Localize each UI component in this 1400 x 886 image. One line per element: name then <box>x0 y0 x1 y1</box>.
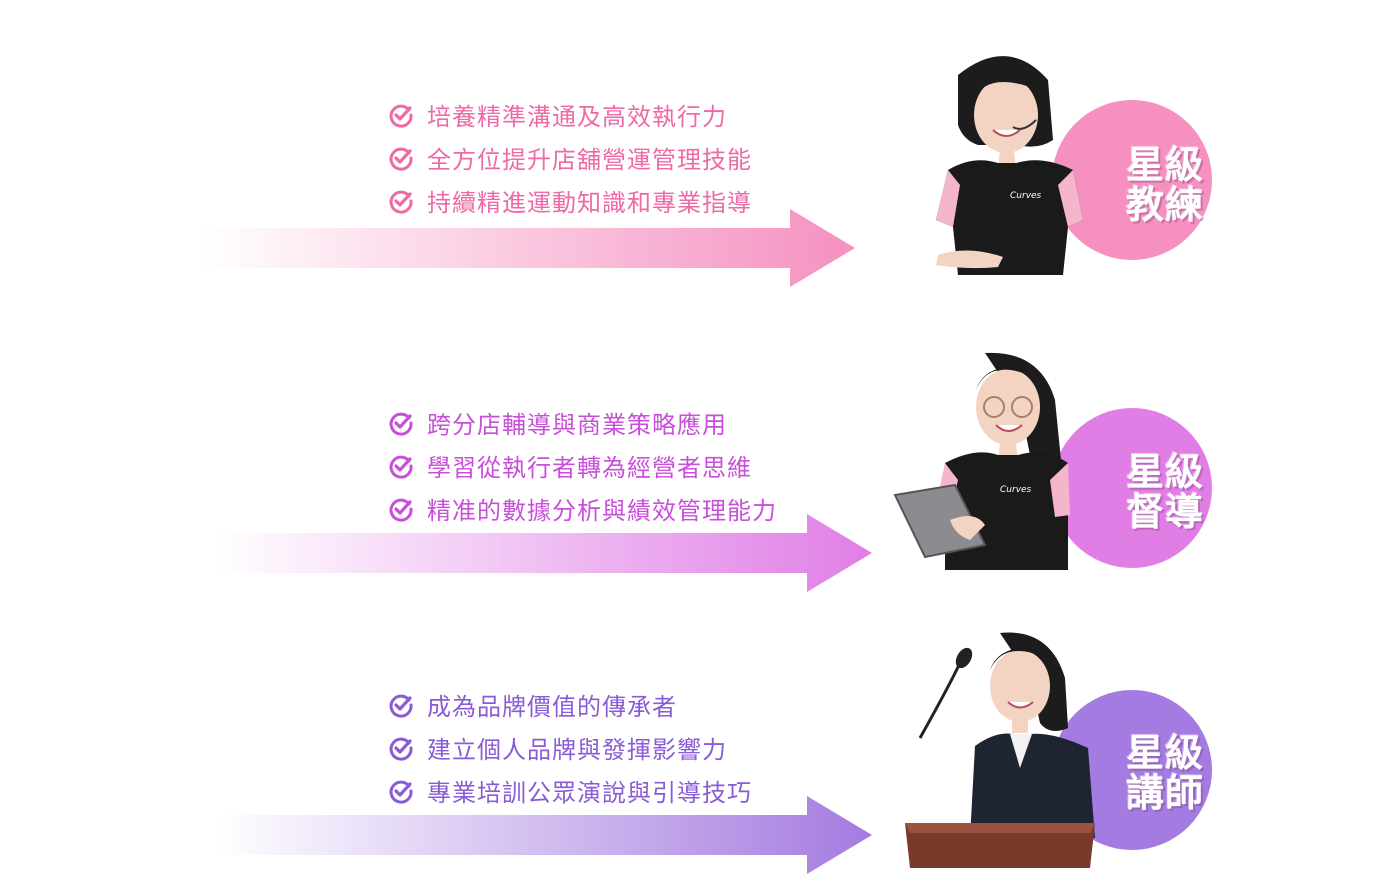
bullet-text: 專業培訓公眾演說與引導技巧 <box>427 779 752 807</box>
bullet-text: 培養精準溝通及高效執行力 <box>427 103 727 131</box>
progress-arrow <box>200 209 855 287</box>
level-badge-line1: 星級 <box>1126 143 1205 187</box>
level-badge-line2: 督導 <box>1126 490 1205 534</box>
check-circle-icon <box>389 694 413 718</box>
level-badge-title: 星級 講師 <box>1126 733 1204 813</box>
list-item: 建立個人品牌與發揮影響力 <box>388 726 752 769</box>
bullet-text: 精准的數據分析與績效管理能力 <box>427 497 777 525</box>
check-circle-icon <box>389 498 413 522</box>
check-circle-icon <box>389 737 413 761</box>
bullet-text: 學習從執行者轉為經營者思維 <box>427 454 752 482</box>
level-badge-title: 星級 教練 <box>1126 145 1204 225</box>
bullet-text: 持續精進運動知識和專業指導 <box>427 189 752 217</box>
check-circle-icon <box>389 412 413 436</box>
progress-arrow <box>215 514 872 592</box>
shirt-logo: Curves <box>1010 191 1042 201</box>
check-circle-icon <box>389 190 413 214</box>
list-item: 學習從執行者轉為經營者思維 <box>388 444 777 487</box>
supervisor-tablet-icon: Curves <box>890 345 1080 584</box>
list-item: 培養精準溝通及高效執行力 <box>388 93 752 136</box>
list-item: 專業培訓公眾演說與引導技巧 <box>388 769 752 812</box>
level-badge <box>1052 408 1212 568</box>
bullet-list: 跨分店輔導與商業策略應用 學習從執行者轉為經營者思維 精准的數據分析與績效管理能… <box>388 401 777 530</box>
svg-text:Curves: Curves <box>1000 485 1032 495</box>
level-badge-title: 星級 督導 <box>1126 452 1204 532</box>
list-item: 持續精進運動知識和專業指導 <box>388 179 752 222</box>
bullet-list: 成為品牌價值的傳承者 建立個人品牌與發揮影響力 專業培訓公眾演說與引導技巧 <box>388 683 752 812</box>
check-circle-icon <box>389 455 413 479</box>
level-badge-line1: 星級 <box>1126 450 1205 494</box>
level-badge-line2: 講師 <box>1126 771 1205 815</box>
level-section-supervisor: 跨分店輔導與商業策略應用 學習從執行者轉為經營者思維 精准的數據分析與績效管理能… <box>0 300 1400 592</box>
lecturer-podium-icon <box>900 628 1100 872</box>
level-badge-line2: 教練 <box>1126 183 1205 227</box>
check-circle-icon <box>389 104 413 128</box>
level-badge <box>1052 100 1212 260</box>
level-section-lecturer: 成為品牌價值的傳承者 建立個人品牌與發揮影響力 專業培訓公眾演說與引導技巧 <box>0 590 1400 880</box>
list-item: 跨分店輔導與商業策略應用 <box>388 401 777 444</box>
level-section-coach: 培養精準溝通及高效執行力 全方位提升店舖營運管理技能 持續精進運動知識和專業指導… <box>0 0 1400 290</box>
check-circle-icon <box>389 780 413 804</box>
list-item: 精准的數據分析與績效管理能力 <box>388 487 777 530</box>
bullet-text: 成為品牌價值的傳承者 <box>427 693 677 721</box>
check-circle-icon <box>389 147 413 171</box>
progress-arrow <box>215 796 872 874</box>
coach-headset-icon: Curves <box>918 45 1098 289</box>
bullet-list: 培養精準溝通及高效執行力 全方位提升店舖營運管理技能 持續精進運動知識和專業指導 <box>388 93 752 222</box>
bullet-text: 建立個人品牌與發揮影響力 <box>427 736 727 764</box>
bullet-text: 全方位提升店舖營運管理技能 <box>427 146 752 174</box>
bullet-text: 跨分店輔導與商業策略應用 <box>427 411 727 439</box>
list-item: 全方位提升店舖營運管理技能 <box>388 136 752 179</box>
level-badge-line1: 星級 <box>1126 731 1205 775</box>
list-item: 成為品牌價值的傳承者 <box>388 683 752 726</box>
